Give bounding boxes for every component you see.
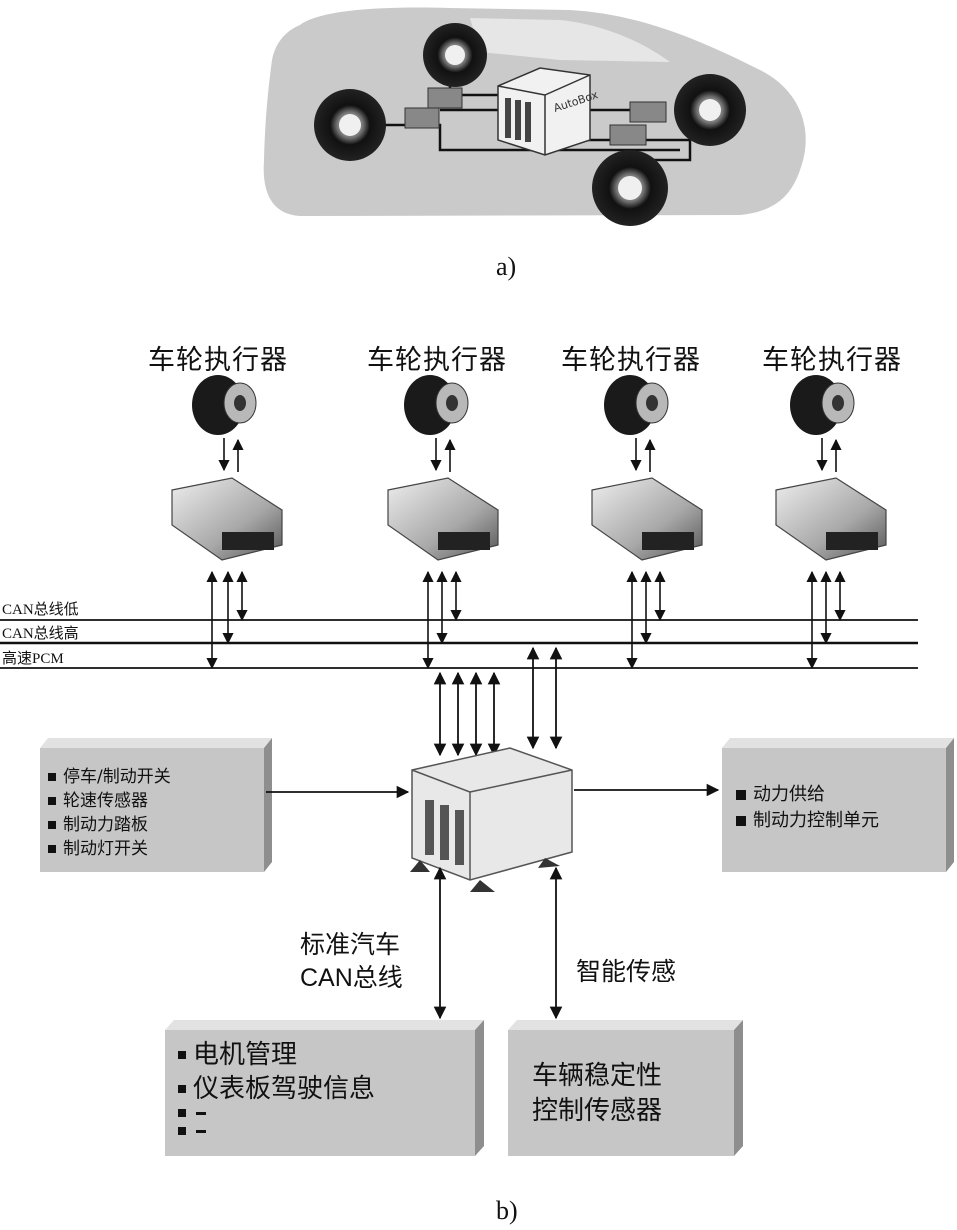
left-box-list: 停车/制动开关 轮速传感器 制动力踏板 制动灯开关	[48, 765, 171, 861]
list-item: 制动灯开关	[48, 837, 171, 861]
list-item: 停车/制动开关	[48, 765, 171, 789]
bullet-square-icon	[178, 1109, 186, 1117]
car-wheel-front-right	[674, 74, 746, 146]
bullet-square-icon	[48, 773, 56, 781]
actuator-hub-center-2	[446, 395, 458, 411]
bottom-right-box	[508, 1020, 743, 1156]
actuator-devices	[171, 375, 887, 670]
actuator-hub-center-4	[832, 395, 844, 411]
caption-b: b)	[496, 1196, 518, 1225]
list-item: 仪表板驾驶信息	[178, 1072, 375, 1106]
bottom-right-line-2: 控制传感器	[532, 1096, 663, 1126]
list-item: 电机管理	[178, 1038, 375, 1072]
bus-lines	[0, 619, 918, 669]
actuator-title-1: 车轮执行器	[148, 345, 288, 376]
ecu-connector-1	[222, 532, 274, 550]
car-ecu-2	[427, 87, 463, 109]
bullet-square-icon	[178, 1051, 186, 1059]
bottom-right-line-1: 车辆稳定性	[532, 1061, 663, 1091]
actuator-title-4: 车轮执行器	[762, 345, 902, 376]
bus-label-can-high: CAN总线高	[2, 626, 79, 642]
bottom-left-box-list: 电机管理 仪表板驾驶信息	[178, 1038, 375, 1106]
actuator-hub-center-1	[234, 395, 246, 411]
ecu-connector-2	[438, 532, 490, 550]
car-ecu-4	[629, 101, 667, 123]
car-illustration: AutoBox	[263, 7, 806, 226]
list-item: 制动力控制单元	[736, 808, 879, 834]
list-item: 动力供给	[736, 782, 879, 808]
actuator-title-2: 车轮执行器	[367, 345, 507, 376]
list-item: 制动力踏板	[48, 813, 171, 837]
bullet-square-icon	[48, 797, 56, 805]
car-ecu-1	[404, 107, 440, 129]
bullet-square-icon	[178, 1127, 186, 1135]
car-window	[470, 18, 670, 62]
actuator-title-3: 车轮执行器	[561, 345, 701, 376]
controller-bus-arrows	[433, 646, 563, 757]
car-autobox: AutoBox	[497, 67, 600, 156]
bullet-square-icon	[736, 790, 746, 800]
label-smart-sensing: 智能传感	[576, 957, 677, 986]
bullet-square-icon	[48, 845, 56, 853]
ecu-connector-3	[642, 532, 694, 550]
car-wheel-rear-right	[592, 150, 668, 226]
bottom-left-box	[165, 1020, 484, 1156]
right-output-box	[722, 738, 954, 872]
right-box-list: 动力供给 制动力控制单元	[736, 782, 879, 834]
actuator-hub-center-3	[646, 395, 658, 411]
dash-icon	[196, 1111, 206, 1115]
list-item: 轮速传感器	[48, 789, 171, 813]
car-ecu-3	[609, 124, 647, 146]
bullet-square-icon	[736, 816, 746, 826]
bottom-left-placeholder-rows	[178, 1104, 206, 1140]
left-input-box	[40, 738, 272, 872]
label-can-standard-1: 标准汽车	[300, 930, 401, 959]
dash-icon	[196, 1129, 206, 1133]
bullet-square-icon	[178, 1085, 186, 1093]
car-wheel-front-left	[423, 23, 487, 87]
ecu-connector-4	[826, 532, 878, 550]
bus-label-can-low: CAN总线低	[2, 602, 79, 618]
bus-label-pcm: 高速PCM	[2, 651, 64, 667]
label-can-standard-2: CAN总线	[300, 964, 403, 992]
central-controller	[410, 747, 573, 892]
caption-a: a)	[496, 252, 517, 281]
bullet-square-icon	[48, 821, 56, 829]
car-wheel-rear-left	[314, 89, 386, 161]
